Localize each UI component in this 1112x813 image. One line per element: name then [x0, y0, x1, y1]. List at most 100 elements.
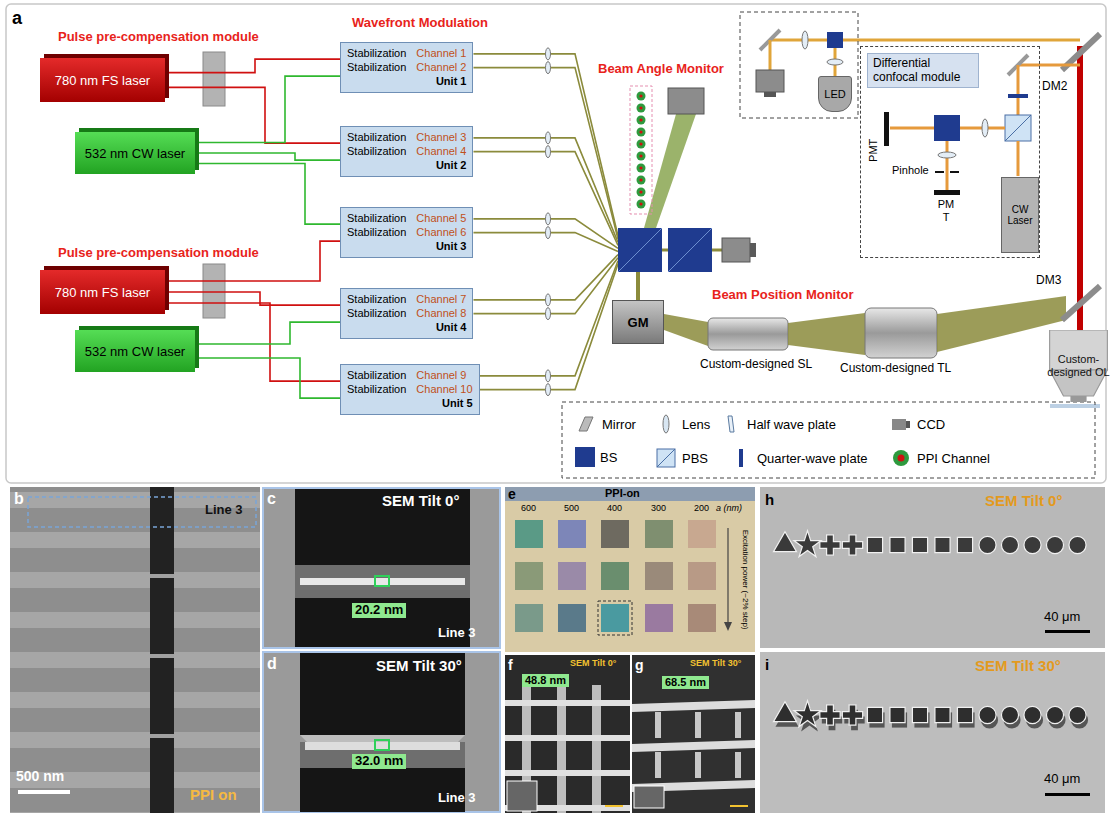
- ppi-dot: [637, 92, 646, 101]
- led-source: LED: [818, 76, 852, 112]
- micro-shape: [794, 701, 821, 727]
- label-text: h: [765, 491, 774, 508]
- confocal-beam: [890, 127, 934, 130]
- lattice-bar: [632, 700, 755, 712]
- micro-shape: [890, 537, 905, 552]
- label-text: Pinhole: [892, 164, 929, 177]
- drawn-g: [632, 700, 755, 792]
- micro-shape: [773, 532, 796, 552]
- micro-shape: [794, 531, 821, 557]
- drawn-g: [10, 492, 260, 813]
- color-square: [688, 562, 716, 590]
- ppi-core: [639, 130, 642, 133]
- legend-item: Mirror: [575, 413, 636, 435]
- sem-stripe: [10, 812, 260, 813]
- sem-image: [760, 652, 1105, 813]
- lattice-post: [695, 712, 701, 738]
- micro-shape: [820, 535, 840, 555]
- tube-lens: [865, 308, 937, 358]
- legend-text: CCD: [917, 417, 945, 432]
- label-text: 600: [521, 503, 536, 513]
- objective-tip: [1070, 396, 1086, 402]
- sem-bridge: [150, 654, 174, 658]
- sem-bridge: [150, 574, 174, 578]
- ppi-core: [639, 142, 642, 145]
- node-text: Stabilization: [347, 212, 406, 226]
- lens-icon: [663, 415, 669, 433]
- label-text: a (nm): [716, 503, 742, 513]
- channel-unit: StabilizationChannel 3StabilizationChann…: [340, 126, 473, 177]
- ppi-core: [639, 166, 642, 169]
- micro-shape: [935, 537, 950, 552]
- lens: [546, 132, 551, 144]
- color-square: [558, 520, 586, 548]
- label-text: DM3: [1036, 274, 1061, 288]
- channel-beam: [480, 261, 618, 376]
- micro-shape: [957, 537, 972, 552]
- dots-box: [630, 86, 652, 214]
- lattice-post: [735, 752, 741, 778]
- label-text: SEM Tilt 0°: [570, 658, 616, 668]
- beam-splitter: [827, 32, 843, 48]
- ppi-dot: [637, 152, 646, 161]
- inset: [634, 786, 664, 808]
- label-text: 500 nm: [16, 768, 64, 784]
- wave-plate: [1008, 94, 1028, 98]
- channel-icon: [893, 450, 909, 466]
- beam-band: [788, 313, 865, 355]
- beam-splitter: [668, 228, 712, 272]
- node-text: Channel 6: [416, 226, 466, 240]
- beam-band: [664, 314, 708, 346]
- dashed-box: [740, 12, 858, 118]
- label-text: Wavefront Modulation: [352, 16, 488, 31]
- compensator: [203, 264, 225, 318]
- lattice-bar: [632, 740, 755, 752]
- camera-lens: [750, 243, 756, 257]
- compensator: [203, 52, 225, 106]
- objective-lens: Custom-designed OL: [1045, 330, 1112, 402]
- label-text: DM2: [1042, 80, 1067, 94]
- node-text: Channel 7: [416, 293, 466, 307]
- lattice-post: [655, 752, 661, 778]
- micro-shape: [1024, 706, 1041, 723]
- label-text: SEM Tilt 30°: [975, 657, 1061, 674]
- drawn-g: [515, 520, 716, 632]
- beam: [662, 249, 668, 252]
- sem-image: [632, 655, 755, 813]
- lens: [546, 62, 551, 74]
- color-square: [601, 520, 629, 548]
- micro-shape: [867, 537, 882, 552]
- color-square: [558, 562, 586, 590]
- color-square: [645, 562, 673, 590]
- beam-splitter: [618, 228, 662, 272]
- channel-beam: [473, 138, 618, 242]
- lens: [546, 294, 551, 306]
- lens: [546, 370, 551, 382]
- pbs-icon: [657, 449, 675, 467]
- micro-shape: [1024, 536, 1041, 553]
- scale-bar: [18, 790, 70, 794]
- label-text: f: [508, 657, 513, 673]
- laser-box: CW Laser: [1001, 177, 1039, 253]
- ppi-core: [639, 178, 642, 181]
- micro-shape: [935, 707, 950, 722]
- label-text: 20.2 nm: [352, 603, 406, 618]
- drawn-g: [637, 92, 646, 209]
- sem-stripe: [10, 532, 260, 548]
- color-square: [645, 604, 673, 632]
- beam-connector: [195, 153, 340, 160]
- lens: [546, 213, 551, 225]
- ppi-dot: [637, 116, 646, 125]
- label-text: Custom-designed TL: [840, 362, 951, 376]
- beam-splitter: [934, 115, 960, 141]
- label-text: b: [14, 490, 24, 508]
- micro-shape: [1069, 706, 1086, 723]
- node-text: Stabilization: [347, 47, 406, 61]
- legend-icon: [890, 447, 912, 469]
- node-text: 780 nm FS laser: [55, 73, 150, 88]
- ppi-core: [639, 154, 642, 157]
- sem-image: [760, 487, 1105, 648]
- label-text: 400: [607, 503, 622, 513]
